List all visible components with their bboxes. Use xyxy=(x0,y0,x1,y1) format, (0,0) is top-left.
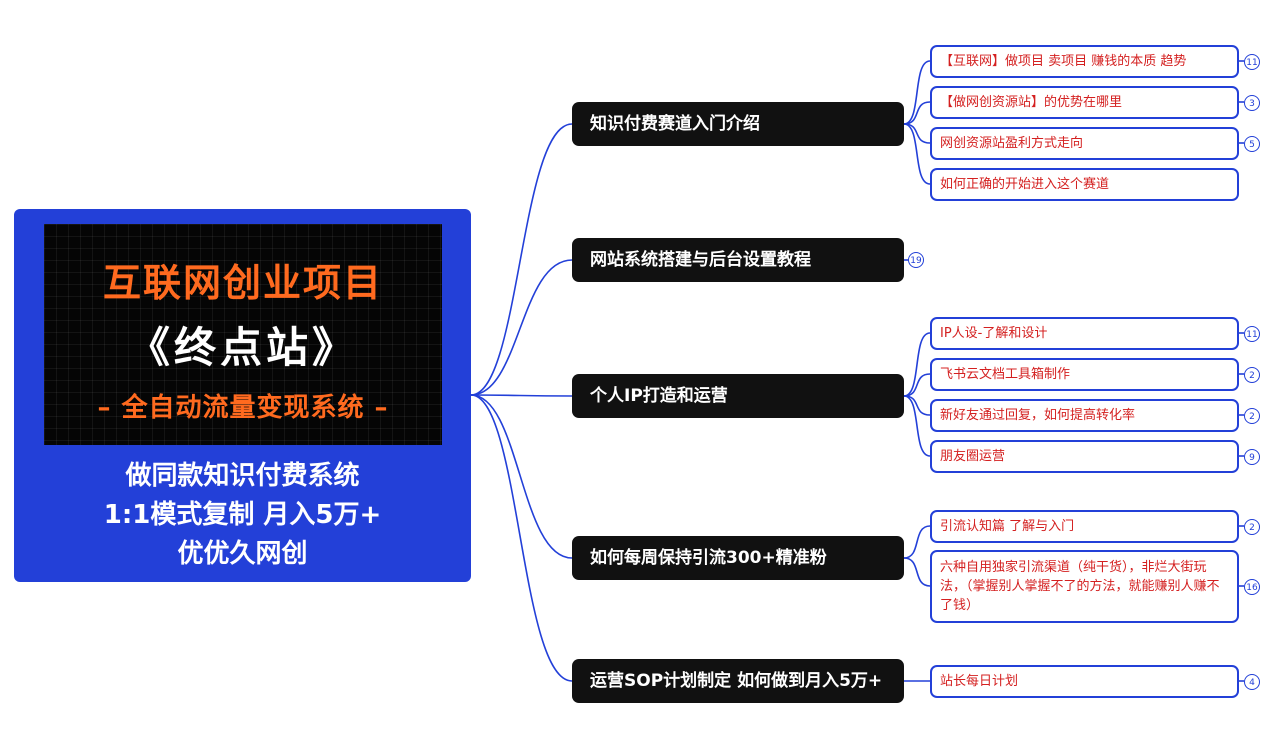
branch-node-knowledge-intro[interactable]: 知识付费赛道入门介绍 xyxy=(572,102,904,146)
banner-title: 互联网创业项目 xyxy=(102,261,383,305)
count-badge[interactable]: 16 xyxy=(1244,579,1260,595)
connector-line xyxy=(903,123,931,144)
connector-line xyxy=(903,123,931,185)
leaf-node[interactable]: 如何正确的开始进入这个赛道 xyxy=(930,168,1239,201)
count-badge[interactable]: 2 xyxy=(1244,519,1260,535)
leaf-node[interactable]: 【做网创资源站】的优势在哪里 xyxy=(930,86,1239,119)
leaf-node[interactable]: 朋友圈运营 xyxy=(930,440,1239,473)
count-badge[interactable]: 3 xyxy=(1244,95,1260,111)
branch-node-site-setup[interactable]: 网站系统搭建与后台设置教程 xyxy=(572,238,904,282)
banner-image: 互联网创业项目 《终点站》 – 全自动流量变现系统 – xyxy=(44,224,442,445)
count-badge[interactable]: 11 xyxy=(1244,54,1260,70)
leaf-node[interactable]: 新好友通过回复，如何提高转化率 xyxy=(930,399,1239,432)
leaf-node[interactable]: 六种自用独家引流渠道（纯干货），非烂大街玩法，（掌握别人掌握不了的方法，就能赚别… xyxy=(930,550,1239,623)
connector-line xyxy=(470,259,573,396)
connector-line xyxy=(470,394,573,559)
branch-node-traffic[interactable]: 如何每周保持引流300+精准粉 xyxy=(572,536,904,580)
connector-line xyxy=(903,101,931,125)
banner-subtitle: 《终点站》 xyxy=(127,323,358,372)
count-badge[interactable]: 19 xyxy=(908,252,924,268)
branch-node-personal-ip[interactable]: 个人IP打造和运营 xyxy=(572,374,904,418)
leaf-node[interactable]: 【互联网】做项目 卖项目 赚钱的本质 趋势 xyxy=(930,45,1239,78)
leaf-node[interactable]: 飞书云文档工具箱制作 xyxy=(930,358,1239,391)
root-caption-line: 做同款知识付费系统 xyxy=(125,461,360,491)
connector-line xyxy=(470,123,573,396)
root-caption-line: 优优久网创 xyxy=(177,539,308,569)
count-badge[interactable]: 11 xyxy=(1244,326,1260,342)
connector-line xyxy=(903,395,931,457)
leaf-node[interactable]: 网创资源站盈利方式走向 xyxy=(930,127,1239,160)
count-badge[interactable]: 9 xyxy=(1244,449,1260,465)
connector-line xyxy=(470,394,573,682)
connector-line xyxy=(903,60,931,125)
connector-line xyxy=(903,557,931,587)
count-badge[interactable]: 4 xyxy=(1244,674,1260,690)
connector-line xyxy=(903,373,931,397)
connector-line xyxy=(470,394,573,397)
connector-line xyxy=(903,395,931,416)
connector-line xyxy=(903,332,931,397)
leaf-node[interactable]: 站长每日计划 xyxy=(930,665,1239,698)
count-badge[interactable]: 2 xyxy=(1244,367,1260,383)
root-caption-line: 1:1模式复制 月入5万+ xyxy=(103,500,382,530)
branch-node-sop-plan[interactable]: 运营SOP计划制定 如何做到月入5万+ xyxy=(572,659,904,703)
root-caption: 做同款知识付费系统 1:1模式复制 月入5万+ 优优久网创 xyxy=(14,457,471,574)
leaf-node[interactable]: 引流认知篇 了解与入门 xyxy=(930,510,1239,543)
count-badge[interactable]: 5 xyxy=(1244,136,1260,152)
count-badge[interactable]: 2 xyxy=(1244,408,1260,424)
banner-tagline: – 全自动流量变现系统 – xyxy=(97,393,389,423)
connector-line xyxy=(903,525,931,559)
root-node[interactable]: 互联网创业项目 《终点站》 – 全自动流量变现系统 – 做同款知识付费系统 1:… xyxy=(14,209,471,582)
leaf-node[interactable]: IP人设-了解和设计 xyxy=(930,317,1239,350)
